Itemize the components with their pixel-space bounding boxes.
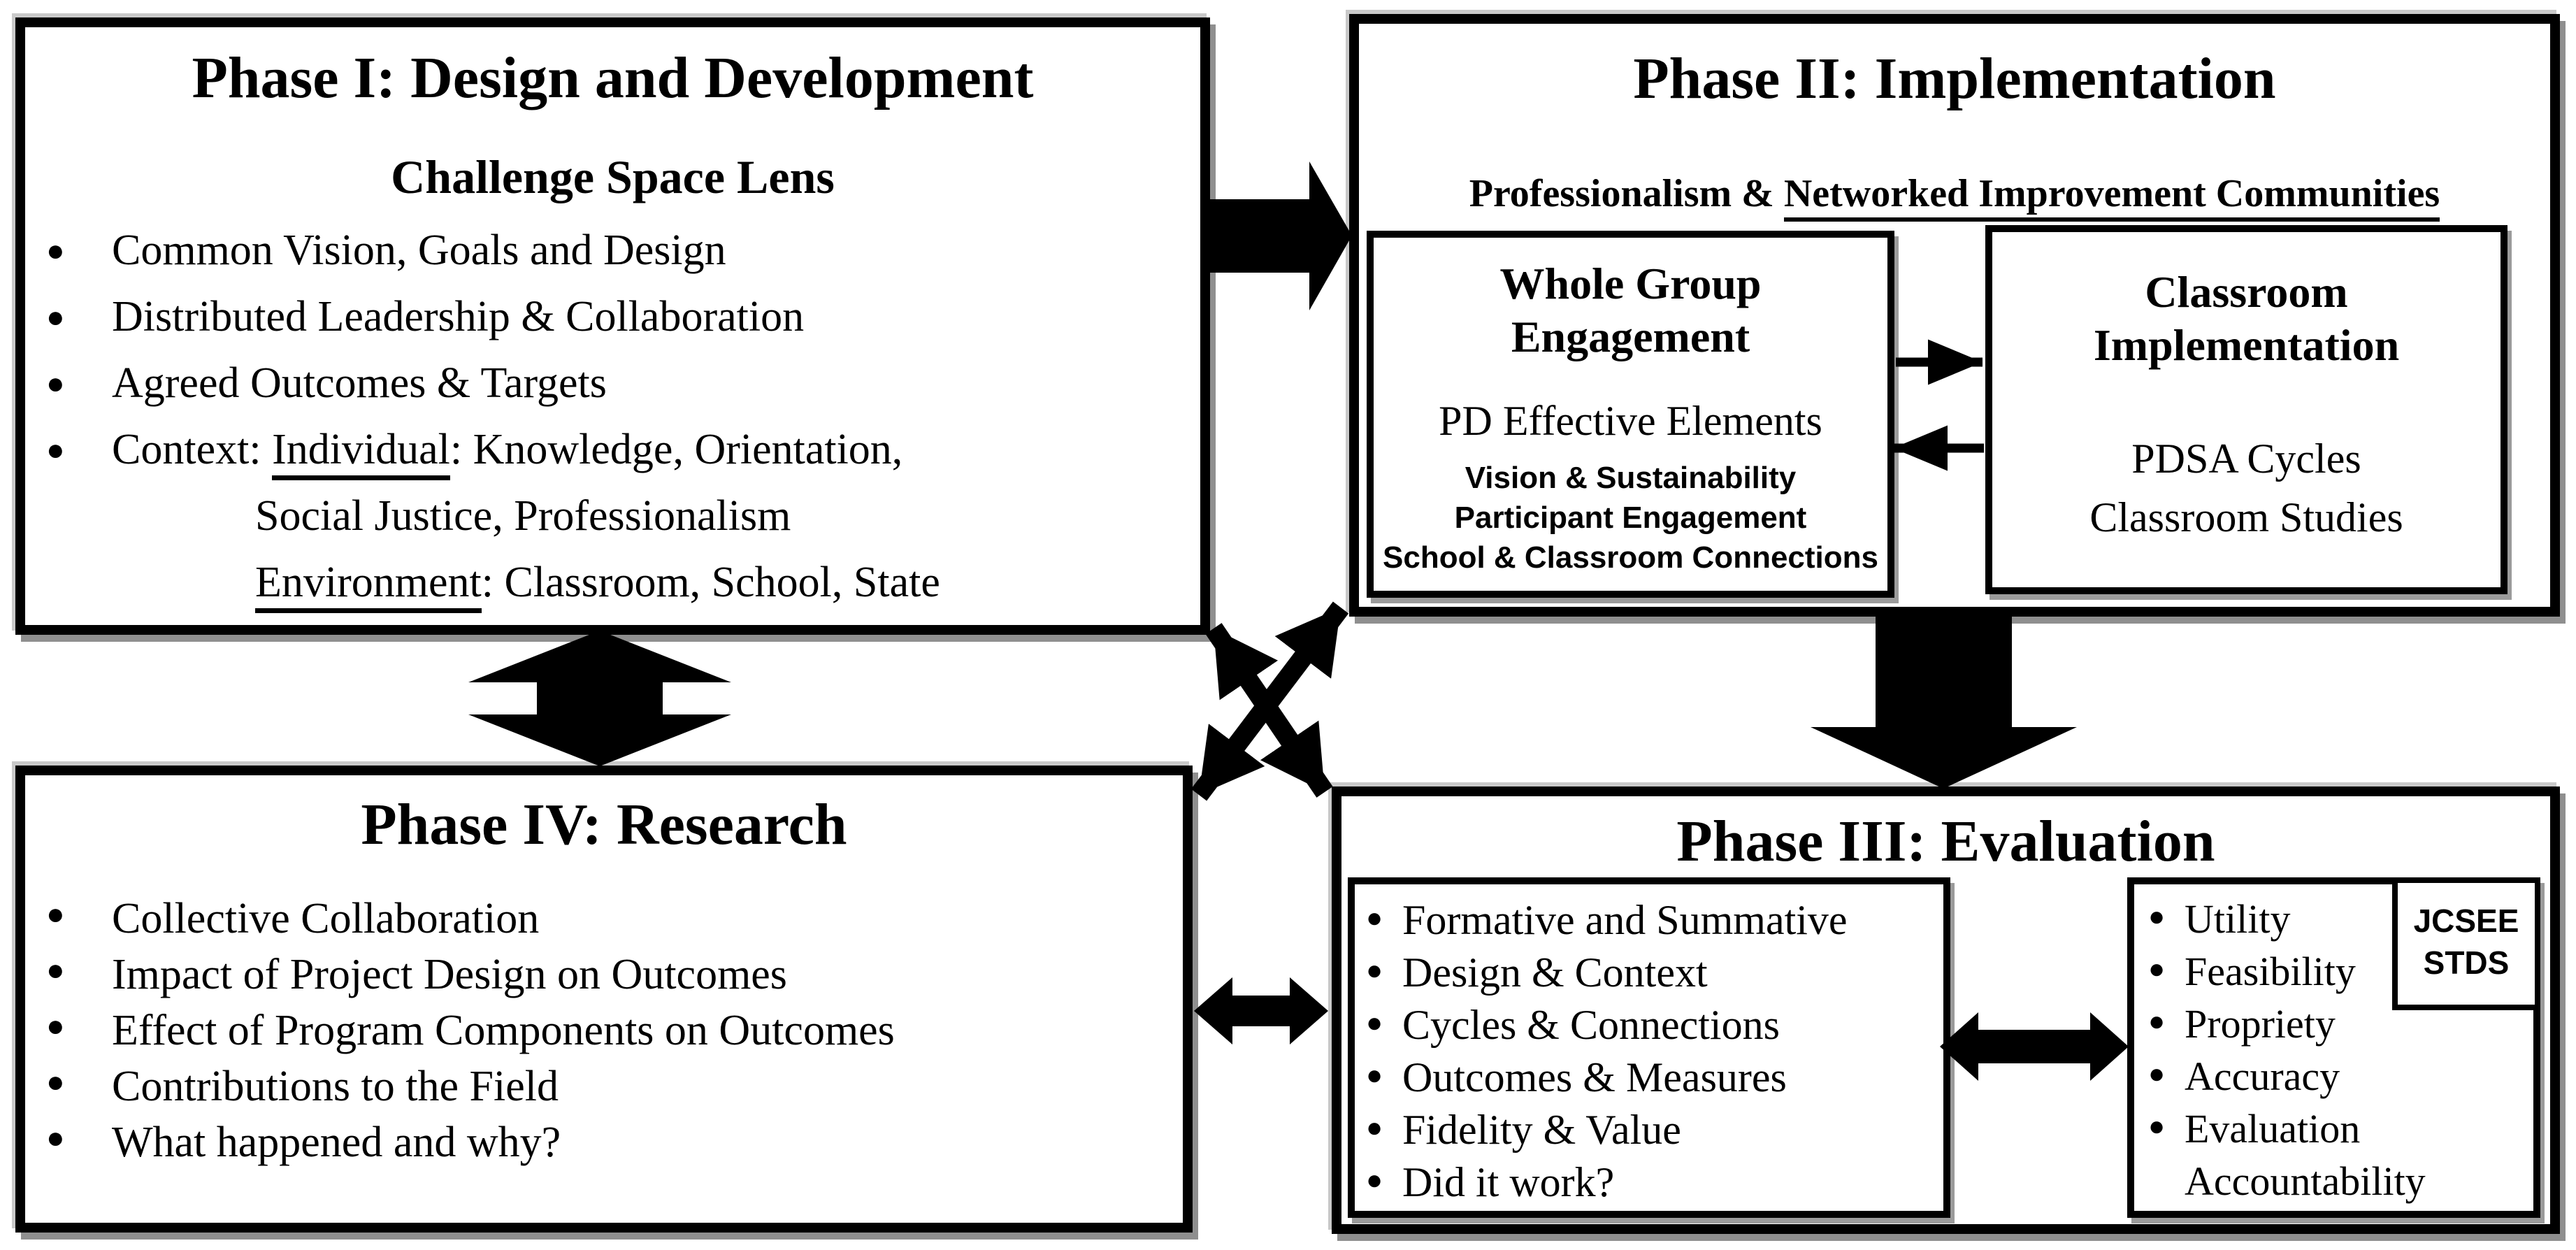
bullet-item: Impact of Project Design on Outcomes	[39, 942, 1183, 1003]
bullet-item: Evaluation	[2148, 1100, 2533, 1155]
context-environment-underlined: Environment	[255, 559, 482, 613]
bullet-item: Design & Context	[1366, 944, 1943, 999]
bullet-item: Effect of Program Components on Outcomes	[39, 998, 1183, 1058]
evaluation-topics-list: Formative and Summative Design & Context…	[1366, 891, 1943, 1209]
context-individual-underlined: Individual	[272, 426, 450, 480]
accountability-continuation: Accountability	[2185, 1158, 2426, 1204]
arrow-cross-phase2-phase4-icon	[1190, 601, 1349, 801]
bullet-item: Fidelity & Value	[1366, 1101, 1943, 1156]
phase3-title: Phase III: Evaluation	[1676, 809, 2215, 874]
bullet-item: Common Vision, Goals and Design	[39, 217, 1200, 284]
whole-group-item: Participant Engagement	[1454, 501, 1807, 535]
context-line2: Social Justice, Professionalism	[255, 492, 791, 540]
arrow-phase1-phase4-bidirectional-icon	[468, 631, 731, 766]
context-rest: : Knowledge, Orientation,	[449, 426, 903, 473]
classroom-title-line1: Classroom	[2145, 267, 2348, 317]
phase1-title: Phase I: Design and Development	[192, 45, 1034, 110]
classroom-implementation-box: Classroom Implementation PDSA Cycles Cla…	[1985, 225, 2507, 594]
bullet-item: Formative and Summative	[1366, 891, 1943, 947]
arrow-phase1-to-phase2-icon	[1210, 161, 1352, 310]
jcsee-label-line1: JCSEE	[2413, 903, 2519, 939]
phase4-title: Phase IV: Research	[361, 792, 847, 857]
jcsee-stds-badge-box: JCSEE STDS	[2392, 877, 2540, 1010]
whole-group-engagement-box: Whole Group Engagement PD Effective Elem…	[1367, 231, 1894, 598]
bullet-item: Outcomes & Measures	[1366, 1049, 1943, 1104]
classroom-item: Classroom Studies	[2089, 494, 2403, 540]
whole-group-item: School & Classroom Connections	[1383, 540, 1878, 575]
bullet-item: Agreed Outcomes & Targets	[39, 350, 1200, 417]
context-rest2: : Classroom, School, State	[481, 559, 940, 606]
phase4-bullet-list: Collective Collaboration Impact of Proje…	[39, 886, 1183, 1170]
arrow-phase4-phase3-bidirectional-icon	[1194, 977, 1328, 1044]
bullet-item-context: Context: Individual: Knowledge, Orientat…	[39, 417, 1200, 616]
bullet-item: Utility	[2148, 890, 2533, 945]
classroom-item-list: PDSA Cycles Classroom Studies	[1992, 429, 2501, 547]
phase1-bullet-list: Common Vision, Goals and Design Distribu…	[39, 217, 1200, 616]
arrow-phase2-to-phase3-icon	[1811, 612, 2077, 789]
evaluation-topics-box: Formative and Summative Design & Context…	[1348, 877, 1950, 1218]
context-prefix: Context:	[112, 426, 273, 473]
phase2-title: Phase II: Implementation	[1633, 46, 2276, 111]
phase2-subtitle: Professionalism & Networked Improvement …	[1359, 171, 2550, 222]
bullet-item: Did it work?	[1366, 1154, 1943, 1209]
arrow-cross-phase1-phase3-icon	[1205, 623, 1333, 798]
whole-group-title-line1: Whole Group	[1499, 259, 1762, 308]
phase2-subtitle-underlined: Networked Improvement Communities	[1783, 172, 2440, 222]
pd-effective-elements-label: PD Effective Elements	[1439, 398, 1822, 444]
bullet-item: Collective Collaboration	[39, 886, 1183, 947]
classroom-title-line2: Implementation	[2093, 320, 2400, 370]
whole-group-item: Vision & Sustainability	[1465, 461, 1797, 495]
phase1-subtitle: Challenge Space Lens	[391, 150, 835, 203]
phase4-research-box: Phase IV: Research Collective Collaborat…	[15, 766, 1193, 1233]
bullet-item: Propriety	[2148, 995, 2533, 1050]
classroom-item: PDSA Cycles	[2131, 436, 2361, 482]
phase2-subtitle-prefix: Professionalism &	[1469, 172, 1784, 215]
jcsee-label-line2: STDS	[2423, 944, 2510, 981]
phase1-design-development-box: Phase I: Design and Development Challeng…	[15, 17, 1210, 635]
bullet-item: Accuracy	[2148, 1047, 2533, 1102]
bullet-item: Distributed Leadership & Collaboration	[39, 284, 1200, 350]
evaluation-standards-list: Utility Feasibility Propriety Accuracy E…	[2148, 890, 2533, 1155]
bullet-item: What happened and why?	[39, 1110, 1183, 1170]
bullet-item: Feasibility	[2148, 942, 2533, 998]
bullet-item: Contributions to the Field	[39, 1054, 1183, 1114]
bullet-item: Cycles & Connections	[1366, 996, 1943, 1051]
context-line3: Environment: Classroom, School, State	[255, 549, 1200, 616]
whole-group-title-line2: Engagement	[1511, 312, 1750, 361]
whole-group-item-list: Vision & Sustainability Participant Enga…	[1374, 458, 1887, 577]
